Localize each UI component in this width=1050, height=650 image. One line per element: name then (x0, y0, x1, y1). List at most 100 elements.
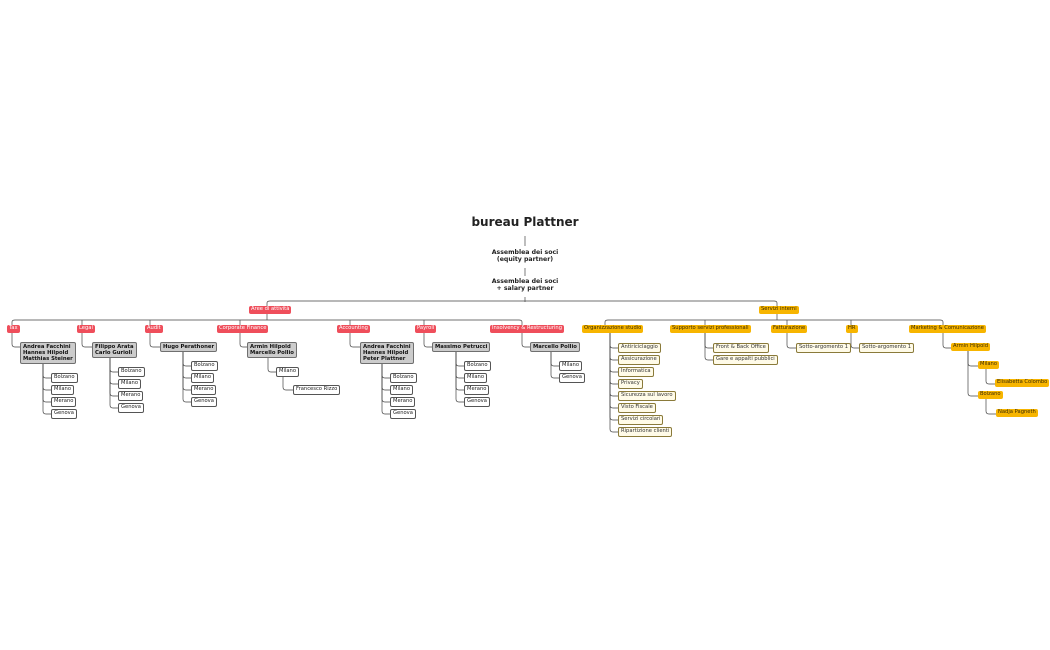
partners-audit[interactable]: Hugo Perathoner (160, 342, 218, 353)
office-node[interactable]: Bolzano (464, 361, 491, 371)
partners-insolvency[interactable]: Marcello Pollio (530, 342, 580, 353)
topic-node[interactable]: Sicurezza sul lavoro (618, 391, 676, 401)
topic-node[interactable]: Ripartizione clienti (618, 427, 673, 437)
office-node[interactable]: Genova (191, 397, 217, 407)
office-node[interactable]: Merano (464, 385, 490, 395)
connector-line (282, 376, 293, 391)
connector-line (381, 363, 390, 391)
topic-node[interactable]: Gare e appalti pubblici (713, 355, 778, 365)
connector-line (42, 363, 51, 403)
office-node[interactable]: Milano (390, 385, 413, 395)
marketing-person-milano[interactable]: Elisabetta Colombo (995, 379, 1050, 387)
office-node[interactable]: Milano (276, 367, 299, 377)
marketing-office-milano[interactable]: Milano (978, 361, 999, 369)
topic-node[interactable]: Servizi circolari (618, 415, 664, 425)
topic-node[interactable]: Privacy (618, 379, 643, 389)
office-node[interactable]: Merano (390, 397, 416, 407)
assembly-equity-partner: Assemblea dei soci (equity partner) (491, 249, 559, 264)
branch-organizzazione-studio[interactable]: Organizzazione studio (582, 325, 644, 333)
connector-line (42, 363, 51, 415)
connector-line (239, 332, 247, 348)
branch-hr[interactable]: HR (846, 325, 858, 333)
connector-line (521, 332, 530, 348)
connector-line (182, 351, 191, 403)
branch-payroll[interactable]: Payroll (415, 325, 437, 333)
partners-tax[interactable]: Andrea Facchini Hannes Hilpold Matthias … (20, 342, 76, 365)
connector-line (985, 368, 995, 385)
person-node[interactable]: Francesco Rizzo (293, 385, 341, 395)
topic-node[interactable]: Informatica (618, 367, 654, 377)
connector-line (609, 332, 618, 433)
topic-node[interactable]: Front & Back Office (713, 343, 769, 353)
connector-line (786, 332, 796, 349)
connector-line (349, 332, 360, 348)
topic-node[interactable]: Visto Fiscale (618, 403, 656, 413)
office-node[interactable]: Bolzano (51, 373, 78, 383)
connector-line (455, 351, 464, 379)
office-node[interactable]: Genova (390, 409, 416, 419)
topic-node[interactable]: Assicurazione (618, 355, 660, 365)
connector-line (609, 332, 618, 373)
branch-supporto-servizi[interactable]: Supporto servizi professionali (670, 325, 751, 333)
office-node[interactable]: Bolzano (118, 367, 145, 377)
branch-tax[interactable]: Tax (7, 325, 20, 333)
connector-line (455, 351, 464, 367)
connector-line (550, 351, 559, 379)
connector-line (967, 350, 978, 397)
office-node[interactable]: Genova (464, 397, 490, 407)
office-node[interactable]: Merano (51, 397, 77, 407)
office-node[interactable]: Milano (191, 373, 214, 383)
connector-line (11, 332, 20, 348)
connector-line (850, 332, 859, 349)
connector-line (609, 332, 618, 385)
connector-line (609, 332, 618, 349)
marketing-person[interactable]: Armin Hilpold (951, 343, 991, 351)
connector-line (109, 357, 118, 373)
connector-line (704, 332, 713, 361)
connector-line (42, 363, 51, 379)
partners-corporate-finance[interactable]: Armin Hilpold Marcello Pollio (247, 342, 297, 359)
office-node[interactable]: Genova (559, 373, 585, 383)
marketing-person-bolzano[interactable]: Nadja Pagneth (996, 409, 1038, 417)
office-node[interactable]: Milano (464, 373, 487, 383)
connector-line (967, 350, 978, 367)
connector-line (609, 332, 618, 361)
office-node[interactable]: Milano (559, 361, 582, 371)
connector-line (381, 363, 390, 403)
connector-line (942, 332, 951, 349)
branch-fatturazione[interactable]: Fatturazione (771, 325, 808, 333)
subtopic-node[interactable]: Sotto-argomento 1 (796, 343, 852, 353)
connector-line (149, 332, 160, 348)
office-node[interactable]: Milano (51, 385, 74, 395)
office-node[interactable]: Milano (118, 379, 141, 389)
office-node[interactable]: Bolzano (390, 373, 417, 383)
branch-audit[interactable]: Audit (145, 325, 163, 333)
connector-line (704, 332, 713, 349)
office-node[interactable]: Bolzano (191, 361, 218, 371)
topic-node[interactable]: Antiriciclaggio (618, 343, 661, 353)
branch-corporate-finance[interactable]: Corporate Finance (217, 325, 269, 333)
subtopic-node[interactable]: Sotto-argomento 1 (859, 343, 915, 353)
branch-legal[interactable]: Legal (77, 325, 95, 333)
connector-line (109, 357, 118, 409)
branch-insolvency-restructuring[interactable]: Insolvency & Restructuring (490, 325, 564, 333)
connector-line (609, 332, 618, 421)
partners-accounting[interactable]: Andrea Facchini Hannes Hilpold Peter Pla… (360, 342, 414, 365)
branch-accounting[interactable]: Accounting (337, 325, 370, 333)
connector-line (604, 319, 944, 325)
aree-di-attivita-node[interactable]: Aree di attività (249, 306, 292, 314)
servizi-interni-node[interactable]: Servizi interni (759, 306, 799, 314)
connector-line (266, 300, 778, 306)
marketing-office-bolzano[interactable]: Bolzano (978, 391, 1003, 399)
office-node[interactable]: Genova (118, 403, 144, 413)
office-node[interactable]: Genova (51, 409, 77, 419)
connector-line (267, 357, 276, 373)
office-node[interactable]: Merano (191, 385, 217, 395)
connector-line (381, 363, 390, 415)
partners-legal[interactable]: Filippo Arata Carlo Gurioli (92, 342, 137, 359)
branch-marketing[interactable]: Marketing & Comunicazione (909, 325, 986, 333)
connector-line (42, 363, 51, 391)
office-node[interactable]: Merano (118, 391, 144, 401)
partners-payroll[interactable]: Massimo Petrucci (432, 342, 491, 353)
